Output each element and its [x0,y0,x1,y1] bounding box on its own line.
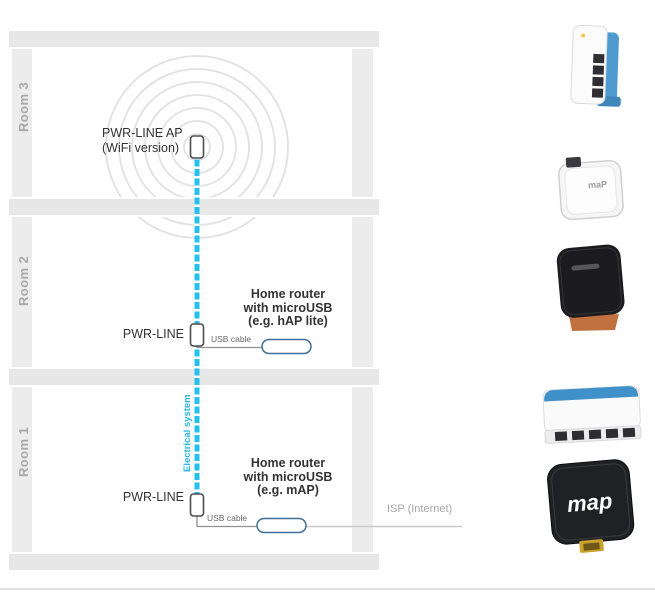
map-lite-logo: maP [588,179,608,190]
product-image-wifi-tower-router [570,24,621,107]
map-logo: map [566,488,613,517]
product-image-map-black: map [547,459,635,553]
home-router-text-room1: Home router with microUSB (e.g. mAP) [228,456,348,498]
router-text-line3: (e.g. hAP lite) [248,314,328,328]
port-icon [565,156,582,168]
home-router-room1 [256,517,307,534]
roof-slab [7,29,381,49]
home-router-text-room2: Home router with microUSB (e.g. hAP lite… [228,287,348,329]
router-text-line3: (e.g. mAP) [257,483,319,497]
stand-icon [569,314,619,331]
usb-cable-label-room1: USB cable [207,513,248,523]
home-router-room2 [261,338,312,355]
pwrline-device-room1 [189,493,205,517]
ethernet-ports-icon [554,427,636,441]
router-text-line2: with microUSB [243,300,333,315]
product-image-ethernet-router-white [542,385,642,444]
usb-cable-line-room1 [196,516,257,528]
pwrline-ap-label-line1: PWR-LINE AP [102,126,183,140]
pwrline-device-room2 [189,323,205,347]
router-text-line1: Home router [250,287,326,301]
pwrline-ap-device [189,135,205,159]
room-1-label: Room 1 [16,426,31,477]
router-text-line1: Home router [250,456,326,470]
floor-slab-2-1 [7,367,381,387]
ethernet-ports-icon [591,53,605,98]
ground-slab [7,552,381,572]
floor-slab-3-2 [7,197,381,217]
product-image-hap-mini-black [556,244,625,331]
right-column [352,30,373,571]
room-2-label: Room 2 [16,255,31,306]
isp-internet-label: ISP (Internet) [387,503,453,515]
product-image-map-lite-white: maP [558,156,624,221]
blue-label-strip [544,386,639,402]
pwrline-label-room2: PWR-LINE [122,327,184,341]
room-3-label: Room 3 [16,81,31,132]
router-text-line2: with microUSB [243,469,333,484]
electrical-system-label: Electrical system [182,394,193,472]
building-diagram [7,29,462,572]
left-column [12,30,32,571]
logo-mark-icon [571,263,600,271]
bottom-divider [0,588,655,590]
pwrline-label-room1: PWR-LINE [122,490,184,504]
usb-cable-label-room2: USB cable [211,334,252,344]
led-icon [581,33,586,38]
usb-cable-line-room2 [196,346,262,349]
pwrline-ap-label-line2: (WiFi version) [102,141,180,155]
pwrline-ap-label: PWR-LINE AP (WiFi version) [102,126,183,156]
